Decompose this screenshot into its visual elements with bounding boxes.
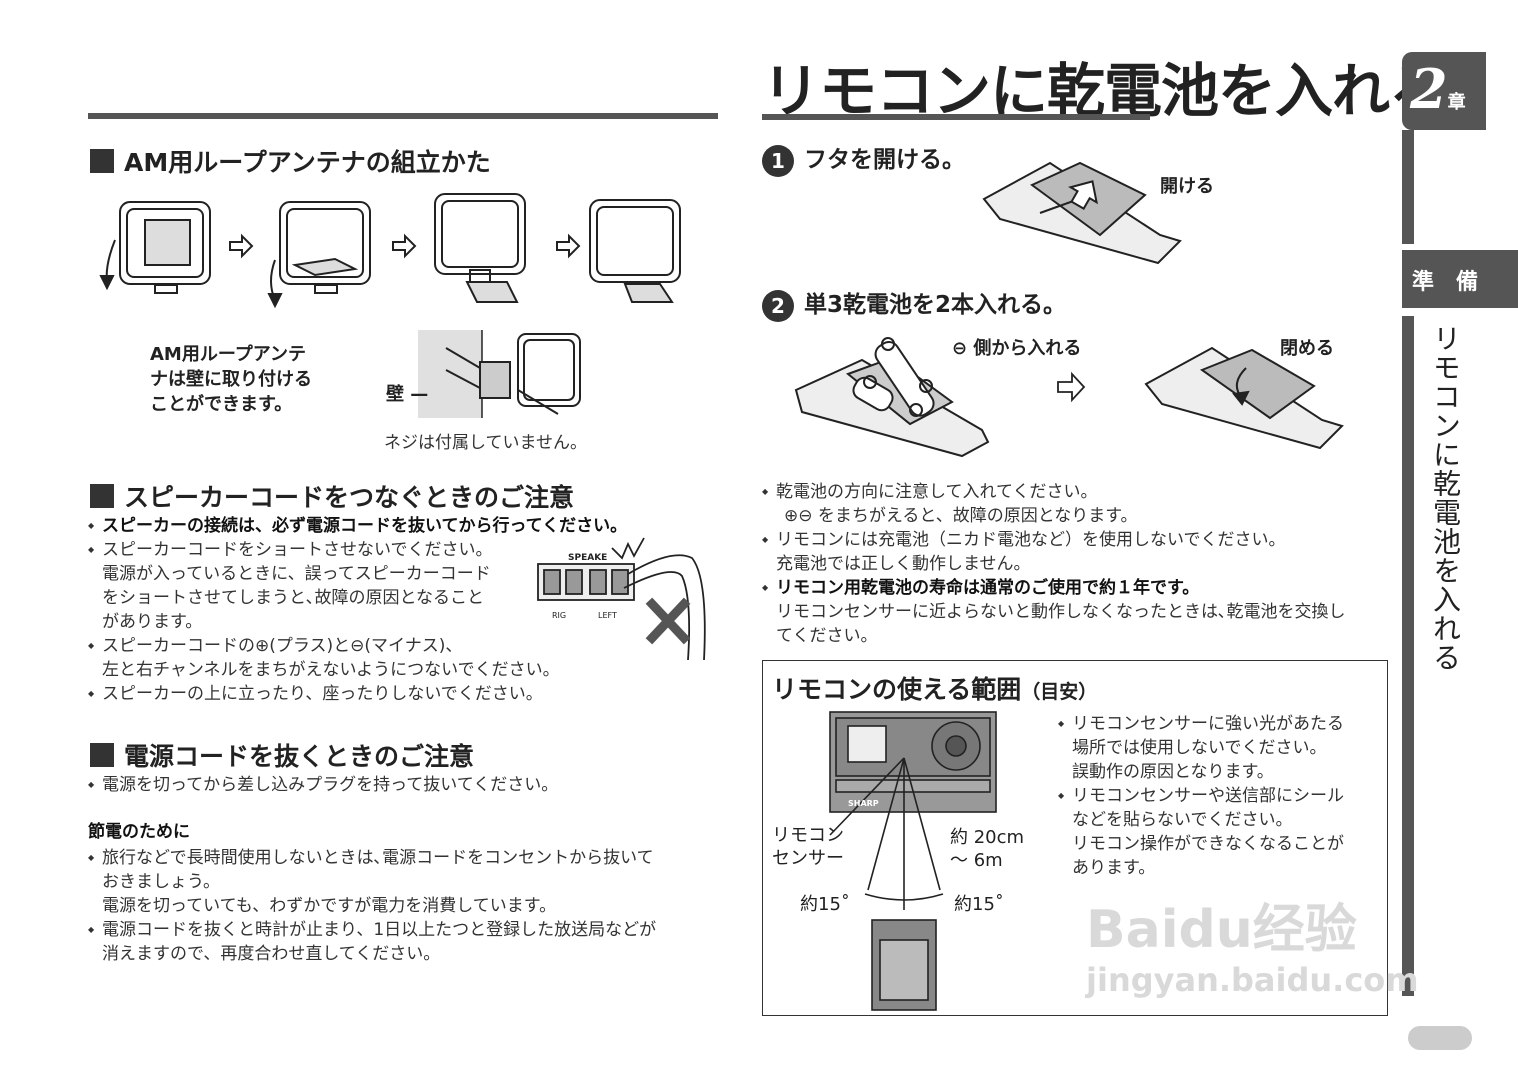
open-label: 開ける [1160, 176, 1214, 197]
wall-mount-note: AM用ループアンテ ナは壁に取り付ける ことができます。 [150, 344, 312, 415]
speakers-label: SPEAKE [568, 553, 607, 563]
angle-left-label: 約15˚ [800, 894, 850, 915]
antenna-assembly-illustration [99, 193, 681, 309]
insert-label: ⊖ 側から入れる [952, 338, 1082, 359]
antenna-heading: AM用ループアンテナの組立かた [90, 143, 491, 179]
distance-label: 約 20cm ～ 6m [950, 827, 1025, 871]
close-cover-illustration [1144, 346, 1344, 450]
angle-right-label: 約15˚ [954, 894, 1004, 915]
remote-range-diagram: SHARP [829, 711, 997, 1011]
speaker-terminal-illustration: SPEAKE RIG LEFT [537, 537, 706, 661]
chapter-tab [1402, 52, 1486, 130]
close-label: 閉める [1280, 338, 1334, 359]
range-box [762, 660, 1388, 1016]
screw-note: ネジは付属していません。 [384, 433, 587, 453]
side-strip-lower [1402, 316, 1414, 996]
step-arrow [1057, 371, 1086, 403]
insert-battery-illustration [794, 337, 990, 458]
power-heading: 電源コードを抜くときのご注意 [90, 737, 474, 773]
chapter-number: 2章 [1410, 57, 1466, 121]
speaker-heading: スピーカーコードをつなぐときのご注意 [90, 478, 574, 514]
speaker-bullet-2: スピーカーコードをショートさせないでください。 [88, 538, 627, 562]
top-rule-left [88, 113, 718, 119]
page-marker [1408, 1026, 1472, 1050]
right-label: RIG [552, 611, 566, 620]
vertical-title: リモコンに乾電池を入れる [1429, 324, 1462, 672]
brand-label: SHARP [848, 799, 879, 808]
battery-notes: 乾電池の方向に注意して入れてください。 ⊕⊖ をまちがえると、故障の原因となりま… [762, 480, 1346, 648]
saving-heading: 節電のために [88, 822, 190, 842]
range-title: リモコンの使える範囲（目安） [772, 675, 1098, 704]
sensor-label: リモコン センサー [772, 825, 844, 869]
open-cover-illustration [982, 161, 1182, 265]
section-label: 準 備 [1412, 270, 1479, 295]
watermark: Baidu经验 jingyan.baidu.com [1086, 900, 1419, 999]
speaker-bullet-1: スピーカーの接続は、必ず電源コードを抜いてから行ってください。 [88, 514, 627, 538]
wall-mount-illustration [418, 330, 581, 418]
speaker-notes: スピーカーの接続は、必ず電源コードを抜いてから行ってください。 スピーカーコード… [88, 514, 627, 706]
speaker-bullet-3: スピーカーコードの⊕(プラス)と⊖(マイナス)、 [88, 634, 627, 658]
speaker-bullet-4: スピーカーの上に立ったり、座ったりしないでください。 [88, 682, 627, 706]
wall-label: 壁 — [386, 384, 429, 405]
saving-section: 節電のために 旅行などで長時間使用しないときは､電源コードをコンセントから抜いて… [88, 820, 656, 966]
section-tab [1402, 250, 1518, 308]
page-title: リモコンに乾電池を入れる [762, 57, 1447, 125]
power-note: 電源を切ってから差し込みプラグを持って抜いてください。 [88, 773, 558, 797]
title-underline [762, 114, 1150, 120]
range-notes: リモコンセンサーに強い光があたる 場所では使用しないでください。 誤動作の原因と… [1058, 712, 1344, 880]
side-strip-upper [1402, 130, 1414, 244]
left-label: LEFT [598, 611, 617, 620]
